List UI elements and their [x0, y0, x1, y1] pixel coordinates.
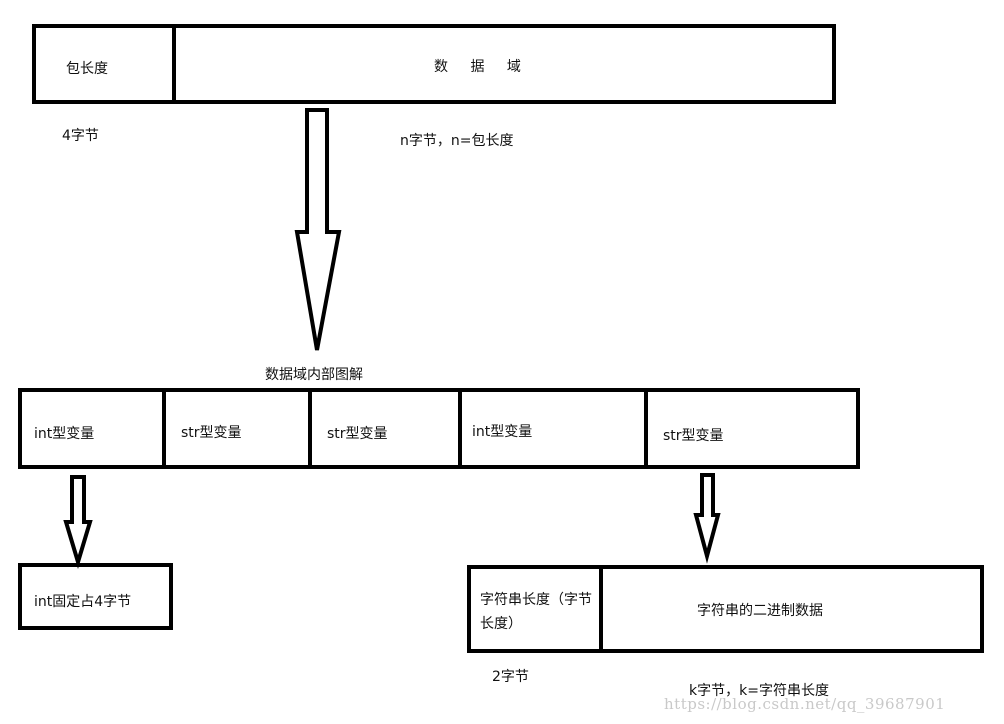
int-detail-label: int固定占4字节: [34, 594, 132, 610]
data-field-cell-2: str型变量: [181, 425, 242, 441]
int-detail-box: [18, 563, 173, 630]
data-field-cell-5: str型变量: [663, 428, 724, 444]
watermark: https://blog.csdn.net/qq_39687901: [664, 695, 946, 713]
str-detail-box: [467, 565, 984, 653]
data-field-cell-3: str型变量: [327, 426, 388, 442]
packet-data-field-label: 数 据 域: [434, 59, 521, 75]
packet-length-field-label: 包长度: [66, 61, 108, 77]
str-data-size-note: k字节，k=字符串长度: [689, 683, 829, 699]
str-data-label: 字符串的二进制数据: [697, 603, 823, 619]
data-field-divider-3: [458, 388, 462, 469]
str-length-size-note: 2字节: [492, 669, 529, 685]
data-field-divider-1: [162, 388, 166, 469]
str-down-arrow-icon: [693, 473, 721, 564]
str-detail-divider: [599, 565, 603, 653]
data-field-detail-title: 数据域内部图解: [265, 367, 363, 383]
data-field-cell-1: int型变量: [34, 426, 95, 442]
packet-box: [32, 24, 836, 104]
int-down-arrow-icon: [63, 475, 93, 569]
data-field-divider-2: [308, 388, 312, 469]
data-field-box: [18, 388, 860, 469]
length-size-note: 4字节: [62, 128, 99, 144]
data-size-note: n字节，n=包长度: [400, 133, 514, 149]
data-field-divider-4: [644, 388, 648, 469]
str-length-label: 字符串长度（字节长度）: [480, 592, 592, 632]
packet-divider: [172, 24, 176, 104]
big-down-arrow-icon: [294, 108, 342, 351]
data-field-cell-4: int型变量: [472, 424, 533, 440]
